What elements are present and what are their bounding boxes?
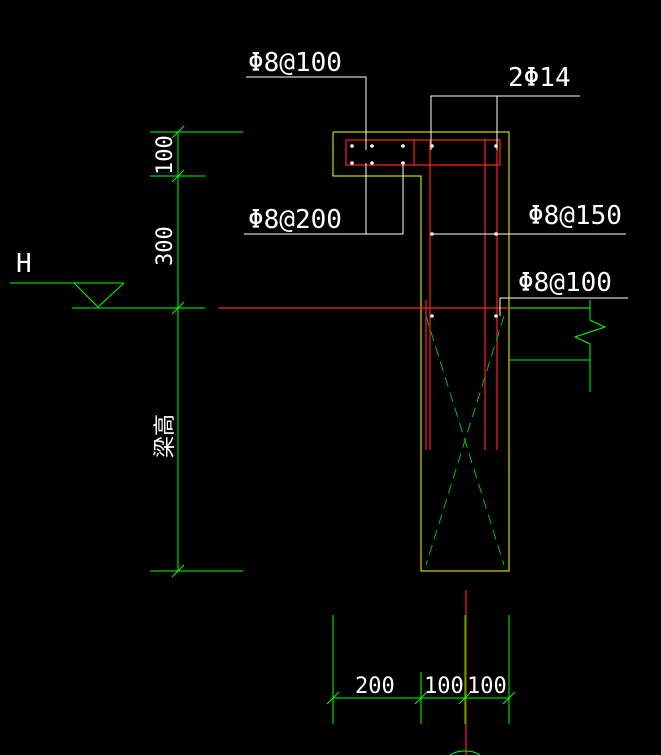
dim-200-horizontal: 200 <box>355 674 395 699</box>
horizontal-dimension <box>326 615 516 755</box>
beam-height-label: 梁高 <box>153 414 178 458</box>
label-top-stirrup: Φ8@100 <box>248 48 342 78</box>
label-web-stirrup: Φ8@150 <box>528 201 622 231</box>
dim-300-vertical: 300 <box>153 226 178 266</box>
dim-100a-horizontal: 100 <box>424 674 464 699</box>
adjacent-slab <box>509 300 607 392</box>
label-beam-stirrup: Φ8@100 <box>518 268 612 298</box>
label-mid-stirrup: Φ8@200 <box>248 205 342 235</box>
rebar-dots <box>350 144 498 318</box>
level-marker <box>10 282 202 309</box>
cap-outline <box>332 132 422 308</box>
web-cross <box>425 315 505 566</box>
level-mark-h: H <box>16 249 32 279</box>
leader-lines <box>244 76 628 316</box>
vertical-dimension <box>150 125 243 578</box>
label-top-bars: 2Φ14 <box>508 63 571 93</box>
dim-100b-horizontal: 100 <box>467 674 507 699</box>
dim-100-vertical: 100 <box>153 135 178 175</box>
